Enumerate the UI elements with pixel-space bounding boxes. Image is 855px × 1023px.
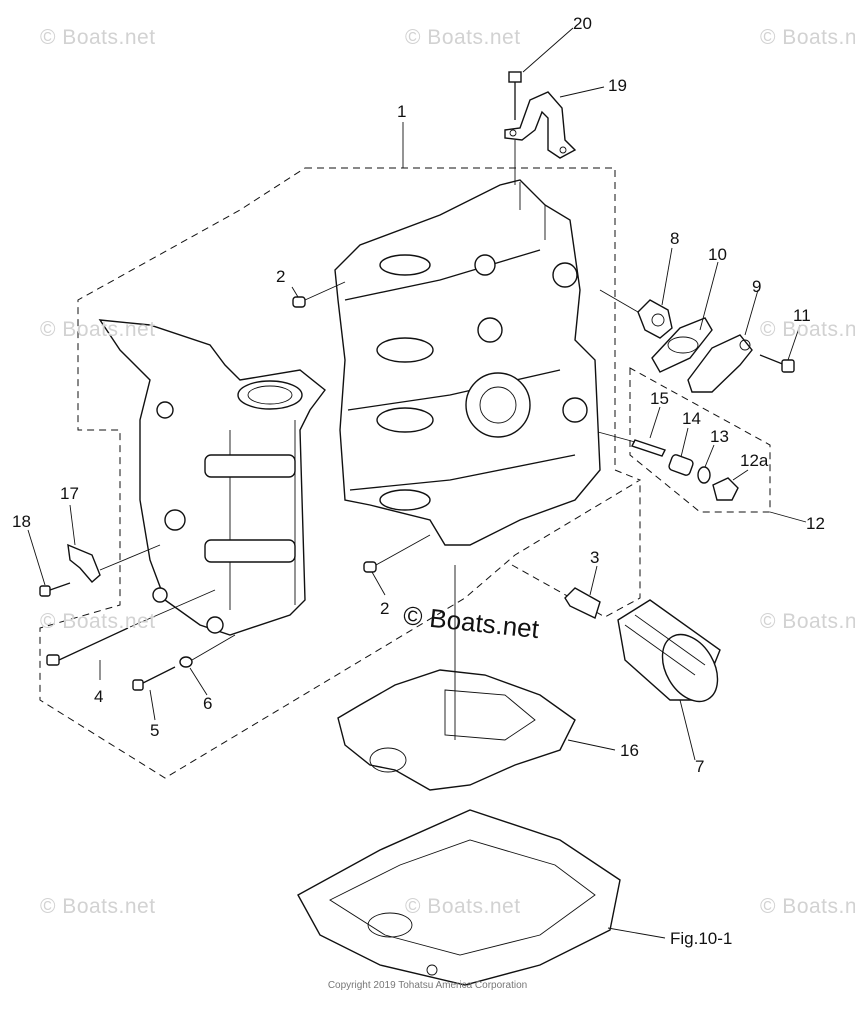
callout-6: 6: [203, 694, 213, 713]
callout-11: 11: [793, 306, 811, 325]
callout-20: 20: [573, 14, 592, 33]
callout-2-upper: 2: [276, 267, 286, 286]
bolt-11: [759, 354, 795, 373]
callout-10: 10: [708, 245, 727, 264]
sleeve-3: [564, 587, 601, 619]
leader-lines: [27, 27, 807, 939]
callout-12a: 12a: [740, 451, 769, 470]
watermark-text: © Boats.net: [405, 895, 521, 918]
callout-12: 12: [806, 514, 825, 533]
callout-8: 8: [670, 229, 680, 248]
washer-6: [179, 656, 193, 668]
bracket-17: [67, 543, 101, 583]
pin-15: [631, 439, 666, 457]
o-ring-13: [697, 466, 711, 484]
cover-9: [687, 334, 753, 393]
watermark-text: © Boats.net: [760, 26, 855, 49]
watermark-text: © Boats.net: [40, 26, 156, 49]
oil-pan-fig-10-1: [297, 809, 621, 986]
callout-1: 1: [397, 102, 407, 121]
oil-filter-7: [617, 599, 721, 703]
bolt-18: [39, 582, 71, 597]
fitting-8: [637, 299, 673, 339]
watermark-text: © Boats.net: [760, 318, 855, 341]
cylinder-block: [334, 179, 601, 546]
callout-fig-10-1: Fig.10-1: [670, 929, 733, 948]
watermark-text: © Boats.net: [760, 610, 855, 633]
watermark-text: © Boats.net: [40, 895, 156, 918]
gasket-10: [651, 317, 713, 373]
watermark-text: © Boats.net: [40, 318, 156, 341]
assembly-boundary-dashed: [39, 167, 642, 779]
callout-18: 18: [12, 512, 31, 531]
callout-14: 14: [682, 409, 701, 428]
group-3-boundary-dashed: [511, 480, 641, 618]
callout-17: 17: [60, 484, 79, 503]
gasket-16: [337, 669, 576, 791]
bolt-4: [46, 627, 129, 666]
dowel-pin-2-lower: [363, 534, 431, 573]
bolt-5: [132, 666, 176, 691]
copyright-notice: Copyright 2019 Tohatsu America Corporati…: [327, 980, 528, 991]
watermark-text: © Boats.net: [40, 610, 156, 633]
watermark-text: © Boats.net: [405, 26, 521, 49]
bolt-20: [508, 71, 522, 120]
callout-9: 9: [752, 277, 762, 296]
callout-7: 7: [695, 757, 705, 776]
callout-3: 3: [590, 548, 600, 567]
callout-13: 13: [710, 427, 729, 446]
callout-19: 19: [608, 76, 627, 95]
plug-12a: [712, 477, 739, 501]
callout-5: 5: [150, 721, 160, 740]
dowel-pin-2-upper: [292, 281, 346, 308]
callout-16: 16: [620, 741, 639, 760]
watermark-text: © Boats.net: [760, 895, 855, 918]
clamp-19: [504, 91, 577, 159]
sleeve-14: [668, 454, 694, 476]
crankcase-cover: [98, 319, 326, 636]
callout-2-lower: 2: [380, 599, 390, 618]
callout-15: 15: [650, 389, 669, 408]
callout-4: 4: [94, 687, 104, 706]
